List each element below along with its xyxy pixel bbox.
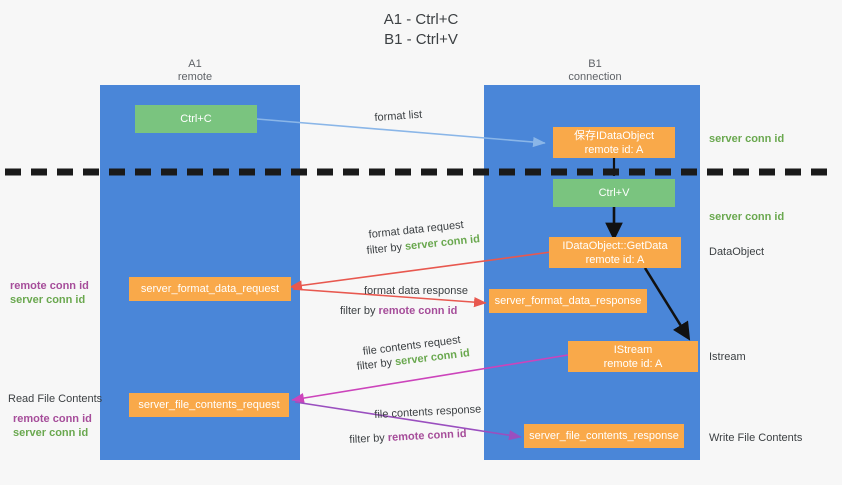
edge-label-file-contents-response-filter-key: remote conn id <box>387 427 467 444</box>
lane-header-b1: B1 connection <box>520 58 670 84</box>
annotation-left-server-conn-id-1: server conn id <box>10 294 86 306</box>
edge-label-file-contents-response-filter-prefix: filter by <box>349 431 389 446</box>
node-server-format-data-response[interactable]: server_format_data_response <box>489 289 647 313</box>
node-ctrl-v-label: Ctrl+V <box>598 187 630 199</box>
node-server-file-contents-request[interactable]: server_file_contents_request <box>129 393 289 417</box>
node-save-dataobject-sublabel: remote id: A <box>584 143 644 156</box>
node-server-file-contents-response-label: server_file_contents_response <box>529 430 679 442</box>
node-server-format-data-request-label: server_format_data_request <box>140 283 280 295</box>
node-istream-sublabel: remote id: A <box>603 357 663 370</box>
node-server-file-contents-response[interactable]: server_file_contents_response <box>524 424 684 448</box>
edge-label-format-data-request-filter-prefix: filter by <box>366 240 406 257</box>
annotation-right-istream: Istream <box>709 351 746 363</box>
annotation-right-server-conn-id-2: server conn id <box>709 211 785 223</box>
edge-label-file-contents-response-filter: filter by remote conn id <box>349 427 467 448</box>
edge-label-format-data-response: format data response <box>364 284 468 299</box>
lane-header-b1-title: B1 <box>588 58 602 70</box>
node-save-dataobject[interactable]: 保存IDataObject remote id: A <box>553 127 675 158</box>
annotation-left-remote-conn-id-2: remote conn id <box>13 413 92 425</box>
node-idataobject-getdata-sublabel: remote id: A <box>585 253 645 266</box>
edge-label-format-data-response-text: format data response <box>364 285 468 297</box>
annotation-left-remote-conn-id-1: remote conn id <box>10 280 89 292</box>
edge-label-format-list: format list <box>374 108 423 126</box>
edge-label-format-data-response-filter: filter by remote conn id <box>340 304 457 319</box>
title-line-1: A1 - Ctrl+C <box>383 11 459 28</box>
lane-header-a1-title: A1 <box>188 58 202 70</box>
edge-label-format-list-text: format list <box>374 108 423 124</box>
node-server-file-contents-request-label: server_file_contents_request <box>138 399 280 411</box>
edge-label-file-contents-response-text: file contents response <box>374 403 482 421</box>
node-ctrl-c-label: Ctrl+C <box>180 113 212 125</box>
annotation-left-server-conn-id-2: server conn id <box>13 427 89 439</box>
node-istream[interactable]: IStream remote id: A <box>568 341 698 372</box>
edge-label-file-contents-response: file contents response <box>374 402 482 423</box>
annotation-right-dataobject: DataObject <box>709 246 765 258</box>
node-server-format-data-request[interactable]: server_format_data_request <box>129 277 291 301</box>
lane-header-b1-subtitle: connection <box>568 71 622 83</box>
edge-label-format-data-response-filter-prefix: filter by <box>340 305 379 317</box>
node-ctrl-c[interactable]: Ctrl+C <box>135 105 257 133</box>
node-idataobject-getdata[interactable]: IDataObject::GetData remote id: A <box>549 237 681 268</box>
annotation-right-server-conn-id-1: server conn id <box>709 133 785 145</box>
page-title: A1 - Ctrl+C B1 - Ctrl+V <box>0 10 842 50</box>
node-server-format-data-response-label: server_format_data_response <box>494 295 642 307</box>
node-save-dataobject-label: 保存IDataObject <box>573 129 655 142</box>
node-idataobject-getdata-label: IDataObject::GetData <box>562 239 668 252</box>
annotation-right-write-file-contents: Write File Contents <box>709 432 803 444</box>
edge-label-file-contents-request-filter-prefix: filter by <box>356 356 396 373</box>
node-ctrl-v[interactable]: Ctrl+V <box>553 179 675 207</box>
annotation-left-read-file-contents: Read File Contents <box>8 393 103 405</box>
node-istream-label: IStream <box>613 343 653 356</box>
edge-label-format-data-response-filter-key: remote conn id <box>378 305 458 317</box>
lane-header-a1-subtitle: remote <box>177 71 213 83</box>
title-line-2: B1 - Ctrl+V <box>384 31 458 48</box>
lane-header-a1: A1 remote <box>120 58 270 84</box>
